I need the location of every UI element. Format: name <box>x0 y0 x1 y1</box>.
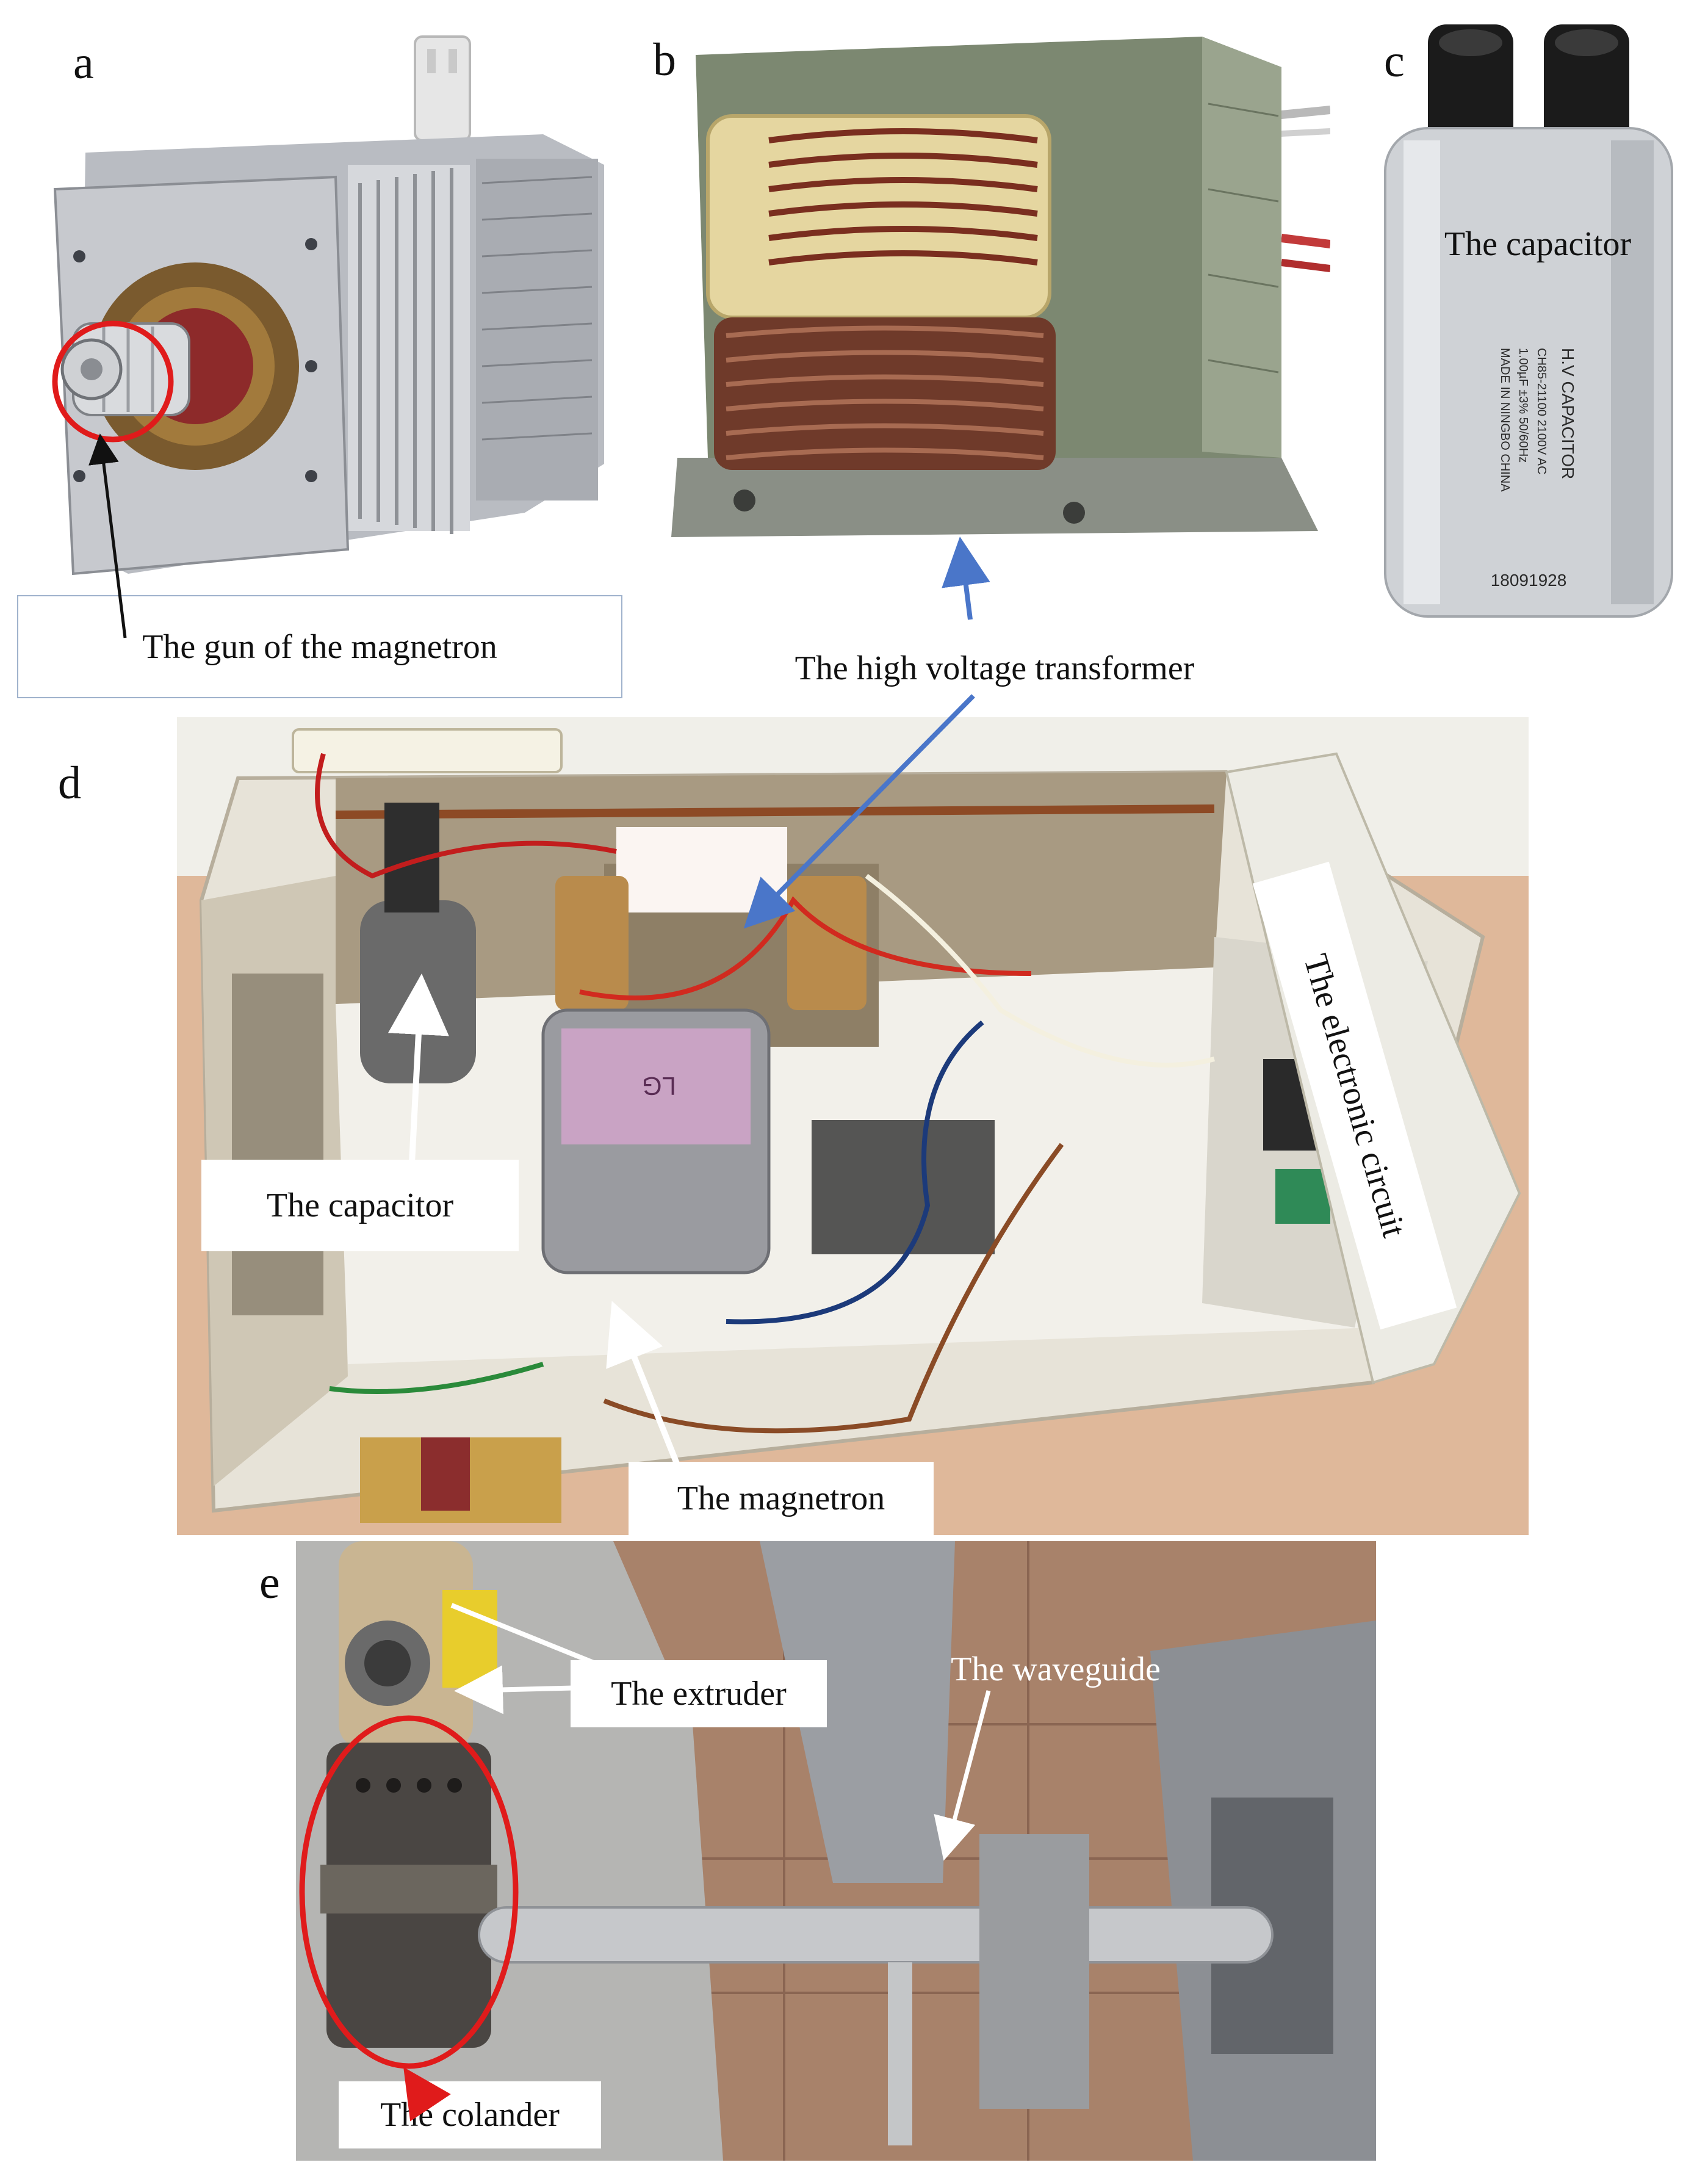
magnetron-illustration <box>18 24 629 604</box>
label-extruder: The extruder <box>571 1660 827 1727</box>
capacitor-illustration: H.V CAPACITOR CH85-21100 2100V AC 1.00µF… <box>1367 18 1690 629</box>
capacitor-rating-text: H.V CAPACITOR <box>1558 348 1577 479</box>
svg-text:MADE IN NINGBO CHINA: MADE IN NINGBO CHINA <box>1498 348 1512 492</box>
panel-c-capacitor-photo: H.V CAPACITOR CH85-21100 2100V AC 1.00µF… <box>1367 18 1690 629</box>
svg-text:1.00µF ±3% 50/60Hz: 1.00µF ±3% 50/60Hz <box>1516 348 1530 463</box>
label-waveguide: The waveguide <box>951 1650 1161 1688</box>
transformer-illustration <box>671 31 1330 562</box>
label-magnetron-gun: The gun of the magnetron <box>17 595 622 698</box>
panel-letter-c: c <box>1384 35 1405 87</box>
panel-a-magnetron-photo <box>18 24 629 604</box>
svg-text:CH85-21100 2100V AC: CH85-21100 2100V AC <box>1535 348 1548 475</box>
panel-b-transformer-photo <box>671 31 1330 562</box>
label-magnetron-d: The magnetron <box>629 1462 934 1535</box>
panel-letter-e: e <box>259 1557 280 1608</box>
capacitor-code-text: 18091928 <box>1491 571 1567 590</box>
panel-letter-a: a <box>73 37 94 89</box>
panel-letter-d: d <box>58 757 81 809</box>
extruder-setup-illustration <box>296 1541 1376 2161</box>
label-capacitor-d: The capacitor <box>201 1160 519 1251</box>
panel-letter-b: b <box>653 34 676 85</box>
label-capacitor-c: The capacitor <box>1444 225 1632 263</box>
label-high-voltage-transformer: The high voltage transformer <box>720 647 1269 690</box>
panel-e-extruder-photo <box>296 1541 1376 2161</box>
label-colander: The colander <box>339 2081 601 2148</box>
magnetron-brand-text: LG <box>642 1072 676 1100</box>
